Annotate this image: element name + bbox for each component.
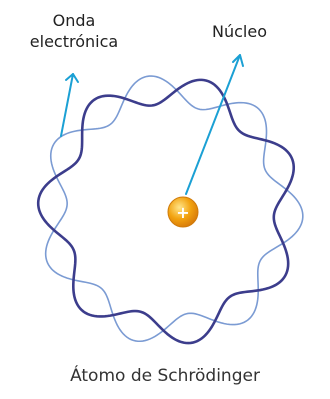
electron-wave-arrow [61,74,78,136]
electron-wave-dark [38,80,294,343]
electron-wave-label-line1: Onda [14,10,134,31]
electron-wave-label: Onda electrónica [14,10,134,52]
diagram-caption: Átomo de Schrödinger [0,366,330,386]
nucleus-label: Núcleo [212,22,267,41]
electron-wave-label-line2: electrónica [14,31,134,52]
nucleus-plus-sign: + [176,203,189,222]
electron-wave-dark-curve [38,80,294,343]
nucleus: + [168,197,198,227]
